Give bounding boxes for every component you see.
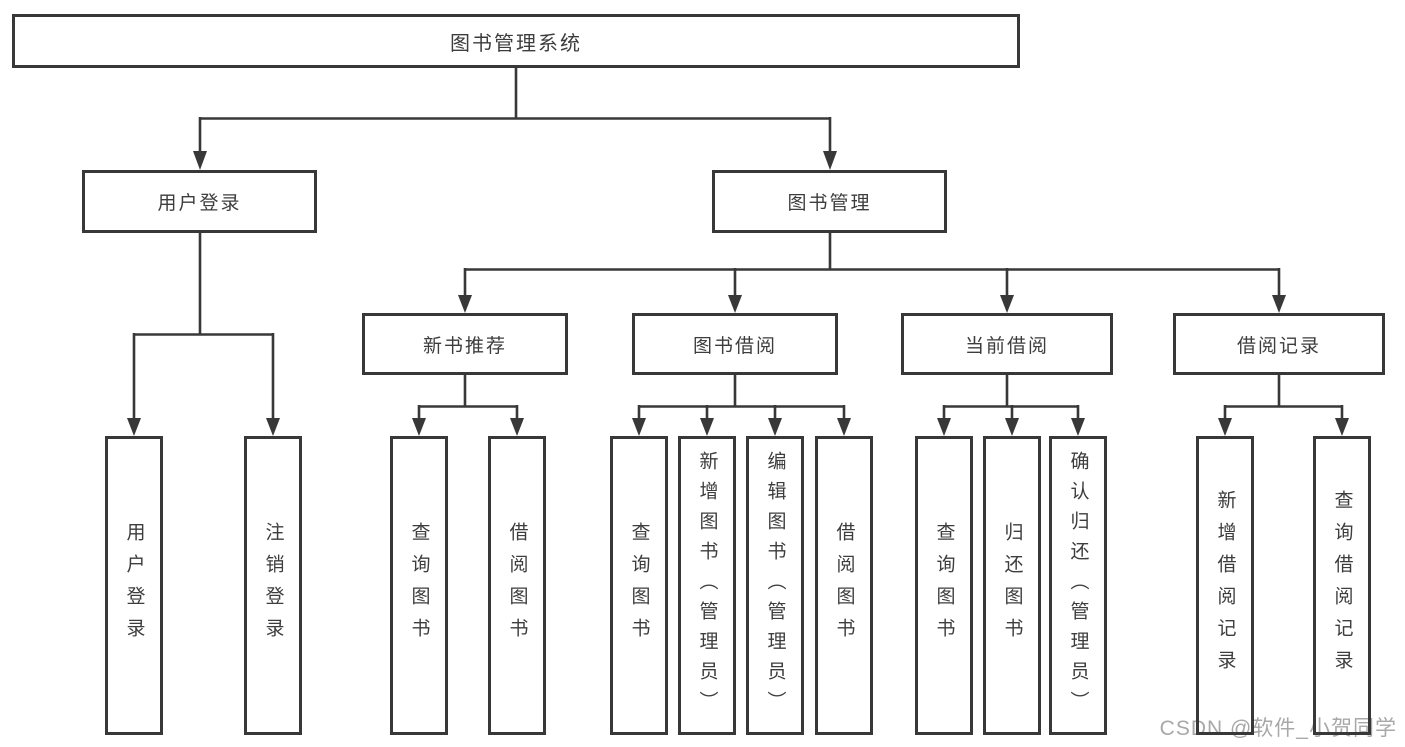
leaf-cb-query-books: 查询图书 xyxy=(915,436,973,735)
node-new-book-recommend-label: 新书推荐 xyxy=(422,335,507,357)
leaf-bb-query-books-label: 查询图书 xyxy=(628,521,650,650)
connector-borrowrecord-to-leaves xyxy=(1223,375,1344,419)
leaf-br-query-record-label: 查询借阅记录 xyxy=(1331,489,1353,682)
node-book-management-label: 图书管理 xyxy=(787,193,872,214)
leaf-bb-query-books: 查询图书 xyxy=(610,436,668,735)
leaf-br-add-record: 新增借阅记录 xyxy=(1196,436,1254,735)
node-root: 图书管理系统 xyxy=(12,14,1020,68)
leaf-bb-add-books-admin: 新增图书（管理员） xyxy=(678,436,736,735)
leaf-bb-borrow-books-label: 借阅图书 xyxy=(833,521,855,650)
node-user-login-label: 用户登录 xyxy=(157,193,242,214)
leaf-rec-query-books: 查询图书 xyxy=(390,436,448,735)
leaf-logout: 注销登录 xyxy=(244,436,302,735)
node-current-borrowing: 当前借阅 xyxy=(901,313,1113,375)
node-book-management: 图书管理 xyxy=(712,170,947,233)
leaf-cb-confirm-return-admin: 确认归还（管理员） xyxy=(1049,436,1107,735)
leaf-rec-query-books-label: 查询图书 xyxy=(408,521,430,650)
csdn-watermark: CSDN @软件_小贺同学 xyxy=(1159,717,1397,740)
connector-userlogin-to-leaves xyxy=(132,233,275,419)
leaf-rec-borrow-books: 借阅图书 xyxy=(488,436,546,735)
connector-bookmgmt-to-level3 xyxy=(463,233,1281,296)
leaf-user-login: 用户登录 xyxy=(105,436,163,735)
leaf-bb-edit-books-admin: 编辑图书（管理员） xyxy=(746,436,804,735)
connector-newbookrec-to-leaves xyxy=(417,375,519,419)
leaf-br-query-record: 查询借阅记录 xyxy=(1313,436,1371,735)
node-current-borrowing-label: 当前借阅 xyxy=(964,335,1049,357)
connector-bookborrow-to-leaves xyxy=(637,375,846,419)
node-borrowing-records-label: 借阅记录 xyxy=(1236,335,1321,357)
leaf-cb-confirm-return-admin-label: 确认归还（管理员） xyxy=(1067,450,1089,721)
connector-root-to-level2 xyxy=(198,68,832,152)
leaf-bb-borrow-books: 借阅图书 xyxy=(815,436,873,735)
node-new-book-recommend: 新书推荐 xyxy=(362,313,568,375)
leaf-user-login-label: 用户登录 xyxy=(123,521,145,650)
node-root-label: 图书管理系统 xyxy=(450,32,582,55)
leaf-cb-return-books-label: 归还图书 xyxy=(1001,521,1023,650)
leaf-logout-label: 注销登录 xyxy=(262,521,284,650)
node-borrowing-records: 借阅记录 xyxy=(1173,313,1385,375)
node-user-login: 用户登录 xyxy=(82,170,317,233)
node-book-borrowing: 图书借阅 xyxy=(632,313,838,375)
leaf-cb-query-books-label: 查询图书 xyxy=(933,521,955,650)
arrowheads xyxy=(127,151,1349,436)
leaf-cb-return-books: 归还图书 xyxy=(983,436,1041,735)
node-book-borrowing-label: 图书借阅 xyxy=(692,335,777,357)
leaf-bb-add-books-admin-label: 新增图书（管理员） xyxy=(696,450,718,721)
leaf-rec-borrow-books-label: 借阅图书 xyxy=(506,521,528,650)
leaf-br-add-record-label: 新增借阅记录 xyxy=(1214,489,1236,682)
leaf-bb-edit-books-admin-label: 编辑图书（管理员） xyxy=(764,450,786,721)
connector-currentborrow-to-leaves xyxy=(942,375,1080,419)
